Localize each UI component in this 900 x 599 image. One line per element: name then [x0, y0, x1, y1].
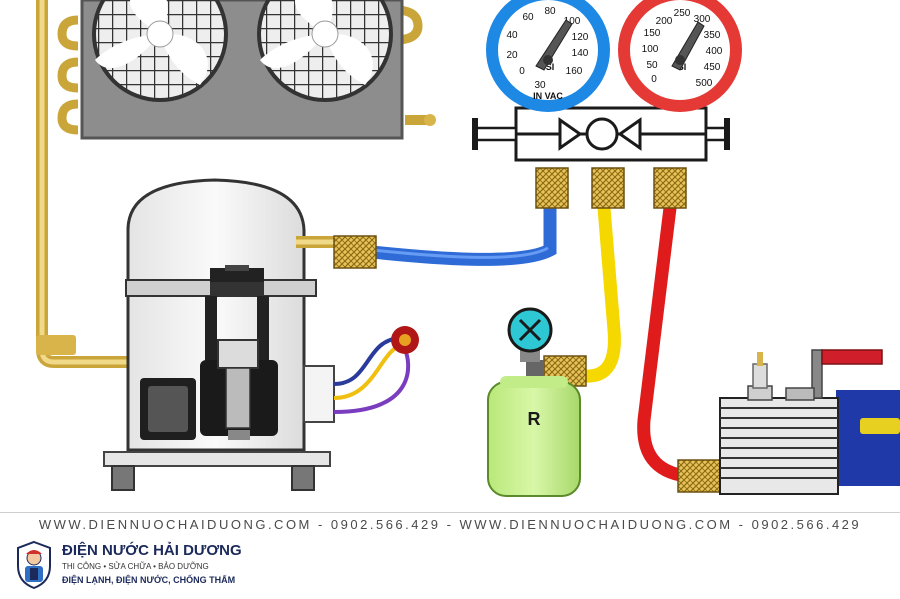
low-gauge-unit: SI — [546, 62, 555, 72]
low-side-hose — [365, 201, 557, 266]
low-gauge-scale-label: 20 — [506, 50, 518, 61]
low-gauge-scale-label: 80 — [544, 6, 556, 17]
banner-text: WWW.DIENNUOCHAIDUONG.COM - 0902.566.429 … — [38, 516, 862, 532]
low-gauge-vacuum-value: 30 — [534, 80, 546, 91]
condenser-fan-right — [257, 0, 393, 102]
company-logo-icon — [17, 540, 51, 590]
high-gauge-scale-label: 100 — [642, 44, 659, 55]
high-pressure-gauge: 0 50 100 150 200 250 300 350 400 450 500… — [618, 0, 742, 112]
high-gauge-scale-label: 200 — [656, 16, 673, 27]
ac-gauge-diagram: R 20 40 60 80 100 120 140 160 0 SI 30 — [36, 0, 900, 497]
high-gauge-scale-label: 300 — [694, 14, 711, 25]
brand-name: ĐIỆN NƯỚC HẢI DƯƠNG — [62, 542, 242, 559]
low-gauge-scale-label: 60 — [522, 12, 534, 23]
fitting-low — [535, 167, 569, 209]
low-gauge-vacuum-unit: IN VAC — [533, 91, 563, 101]
low-gauge-scale-label: 160 — [566, 66, 583, 77]
low-gauge-zero-label: 0 — [519, 66, 525, 77]
condenser-fan-left — [92, 0, 228, 102]
contact-banner: WWW.DIENNUOCHAIDUONG.COM - 0902.566.429 … — [0, 512, 900, 536]
high-gauge-scale-label: 50 — [646, 60, 658, 71]
condenser-unit — [57, 0, 436, 140]
high-gauge-scale-label: 150 — [644, 28, 661, 39]
high-gauge-scale-label: 250 — [674, 8, 691, 19]
low-pressure-gauge: 20 40 60 80 100 120 140 160 0 SI 30 IN V… — [486, 0, 610, 112]
high-gauge-scale-label: 500 — [696, 78, 713, 89]
charging-hose — [571, 201, 621, 383]
high-side-hose — [637, 201, 693, 483]
fitting-high — [653, 167, 687, 209]
compressor-wiring — [333, 326, 419, 414]
high-gauge-scale-label: 0 — [651, 74, 657, 85]
tank-label: R — [528, 409, 541, 429]
manifold-gauge-set: 20 40 60 80 100 120 140 160 0 SI 30 IN V… — [472, 0, 742, 162]
low-gauge-scale-label: 120 — [572, 32, 589, 43]
high-gauge-scale-label: 400 — [706, 46, 723, 57]
brand-services: THI CÔNG • SỬA CHỮA • BẢO DƯỠNG — [62, 562, 209, 571]
brand-fields: ĐIỆN LẠNH, ĐIỆN NƯỚC, CHỐNG THẤM — [62, 575, 236, 585]
compressor — [103, 178, 336, 491]
high-gauge-scale-label: 450 — [704, 62, 721, 73]
fitting-charge — [591, 167, 625, 209]
fitting-compressor — [333, 235, 377, 269]
refrigerant-tank: R — [487, 307, 581, 497]
low-gauge-scale-label: 100 — [564, 16, 581, 27]
low-gauge-scale-label: 40 — [506, 30, 518, 41]
high-gauge-scale-label: 350 — [704, 30, 721, 41]
low-gauge-scale-label: 140 — [572, 48, 589, 59]
fitting-pump — [677, 459, 721, 493]
vacuum-pump — [719, 349, 900, 495]
brand-footer — [0, 535, 900, 599]
